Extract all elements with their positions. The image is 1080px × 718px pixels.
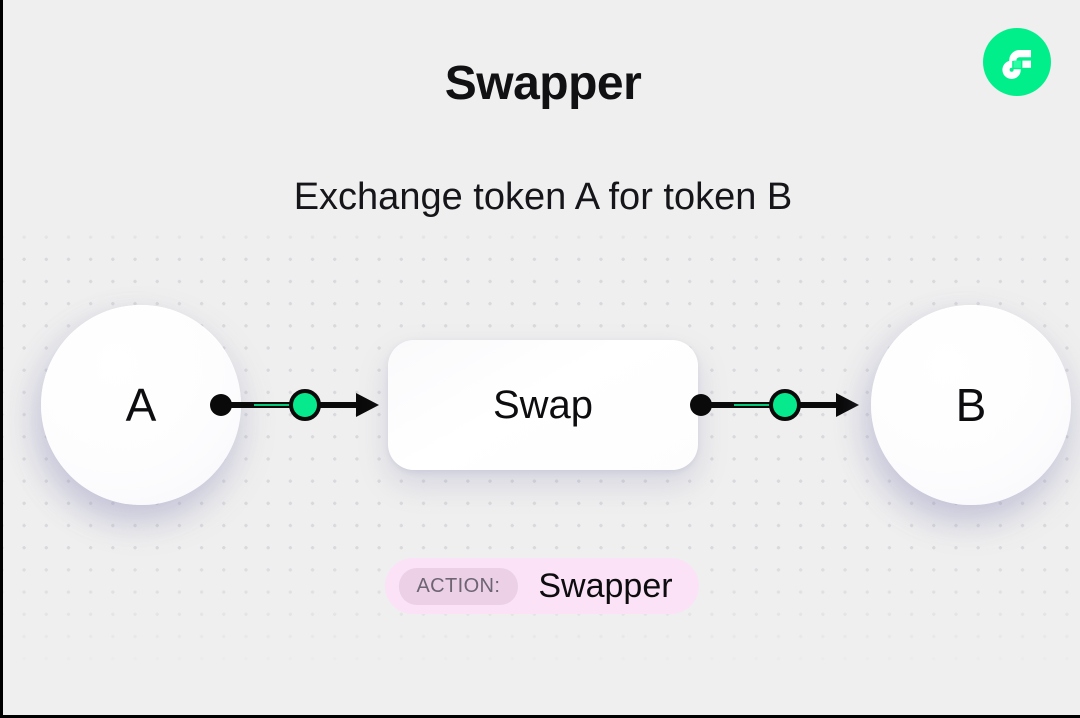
connector-swap-to-b xyxy=(690,386,870,424)
arrow-right-icon xyxy=(836,393,859,417)
connector-node-icon[interactable] xyxy=(769,389,801,421)
flow-logo-icon xyxy=(983,28,1051,96)
page-subtitle: Exchange token A for token B xyxy=(293,176,793,218)
arrow-right-icon xyxy=(356,393,379,417)
page-title: Swapper xyxy=(444,57,642,110)
connector-node-icon[interactable] xyxy=(289,389,321,421)
source-token-node[interactable]: A xyxy=(41,305,241,505)
action-badge: ACTION: Swapper xyxy=(384,558,699,614)
target-token-label: B xyxy=(955,379,987,431)
connector-a-to-swap xyxy=(210,386,390,424)
target-token-node[interactable]: B xyxy=(871,305,1071,505)
swap-process-node[interactable]: Swap xyxy=(388,340,698,470)
source-token-label: A xyxy=(125,379,157,431)
action-badge-tag: ACTION: xyxy=(398,567,519,605)
action-badge-value: Swapper xyxy=(538,566,673,605)
swap-node-label: Swap xyxy=(492,382,594,427)
swap-flow-row: A Swap B xyxy=(3,300,1080,510)
